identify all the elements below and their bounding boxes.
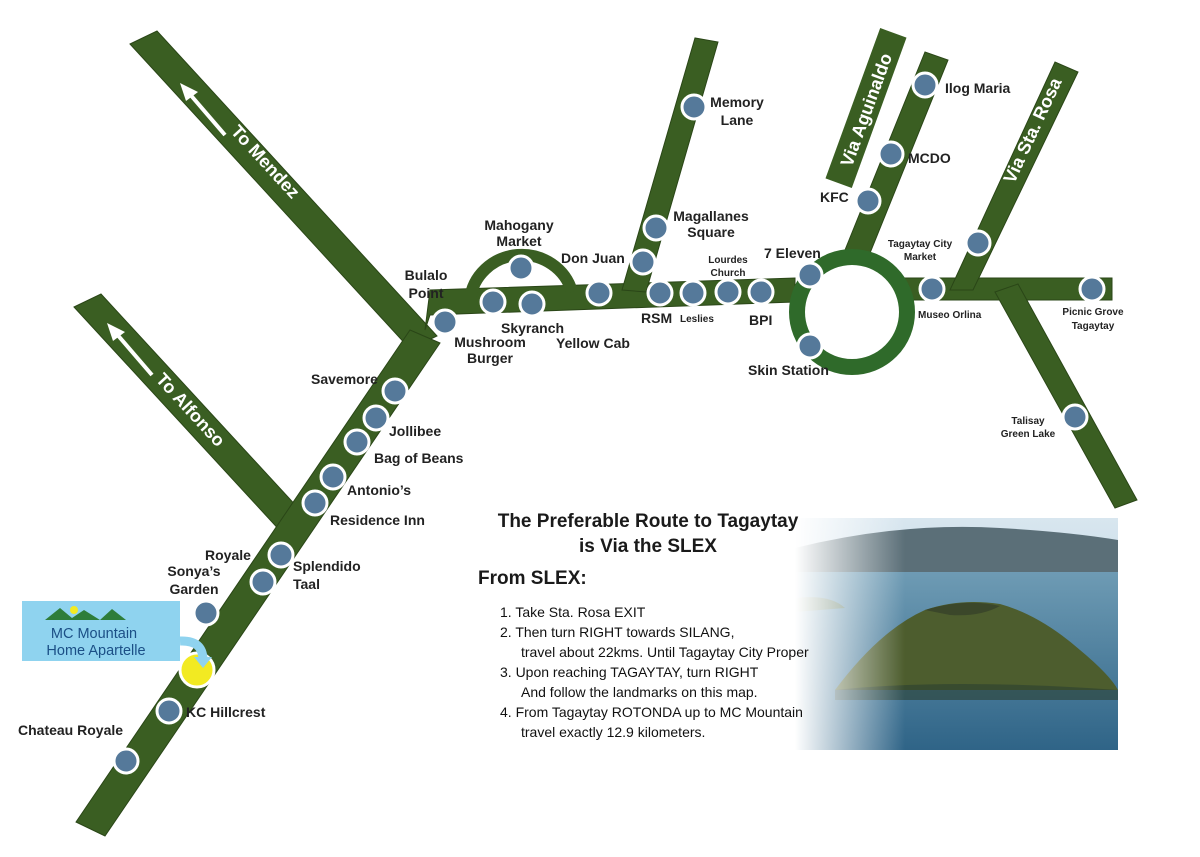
pin-kc-hillcrest[interactable] [155,697,183,725]
pin-picnic-grove[interactable] [1078,275,1106,303]
pin-bag-of-beans[interactable] [343,428,371,456]
label-mcdo: MCDO [908,150,951,166]
headline-line-2: is Via the SLEX [579,536,717,557]
label-seven-eleven: 7 Eleven [764,245,821,261]
rotonda [789,249,915,375]
label-residence-inn: Residence Inn [330,512,425,528]
road-to-mendez [129,30,438,350]
label-kc-hillcrest: KC Hillcrest [186,704,266,720]
label-chateau-royale: Chateau Royale [18,722,123,738]
via-aguinaldo-sign [825,28,907,188]
pin-leslies[interactable] [679,279,707,307]
taal-volcano-photo [795,518,1118,750]
pin-jollibee[interactable] [362,404,390,432]
logo-line-1: MC Mountain [51,626,137,642]
label-skyranch: Skyranch [501,320,564,336]
pin-splendido-taal[interactable] [249,568,277,596]
arrow-to-alfonso-icon [107,323,154,377]
label-royale: Royale [205,547,251,563]
pin-mushroom-burger[interactable] [479,288,507,316]
label-jollibee: Jollibee [389,423,441,439]
from-slex-heading: From SLEX: [478,568,587,589]
pin-mcdo[interactable] [877,140,905,168]
label-bpi: BPI [749,312,772,328]
pin-savemore[interactable] [381,377,409,405]
pin-lourdes-church[interactable] [714,278,742,306]
pin-ilog-maria[interactable] [911,71,939,99]
pin-skin-station[interactable] [796,332,824,360]
directions-panel: The Preferable Route to Tagaytay is Via … [478,511,809,740]
logo-line-2: Home Apartelle [46,643,145,659]
step-3-cont: And follow the landmarks on this map. [521,684,758,700]
label-ilog-maria: Ilog Maria [945,80,1011,96]
pin-skyranch[interactable] [518,290,546,318]
pin-don-juan[interactable] [629,248,657,276]
label-antonios: Antonio’s [347,482,411,498]
label-bag-of-beans: Bag of Beans [374,450,464,466]
step-4-cont: travel exactly 12.9 kilometers. [521,724,705,740]
pin-memory-lane[interactable] [680,93,708,121]
pin-rsm[interactable] [646,279,674,307]
pin-mahogany-market[interactable] [507,254,535,282]
pin-bulalo-point[interactable] [431,308,459,336]
mountain-logo-icon [45,606,126,620]
pin-yellow-cab[interactable] [585,279,613,307]
label-don-juan: Don Juan [561,250,625,266]
landmark-pins [112,71,1106,775]
label-yellow-cab: Yellow Cab [556,335,630,351]
pin-magallanes-square[interactable] [642,214,670,242]
label-kfc: KFC [820,189,849,205]
pin-chateau-royale[interactable] [112,747,140,775]
pin-residence-inn[interactable] [301,489,329,517]
label-museo-orlina: Museo Orlina [918,310,982,321]
pin-museo-orlina[interactable] [918,275,946,303]
logo-background [22,601,180,661]
pin-tagaytay-city-market[interactable] [964,229,992,257]
pin-seven-eleven[interactable] [796,261,824,289]
pin-antonios[interactable] [319,463,347,491]
label-rsm: RSM [641,310,672,326]
pin-royale[interactable] [267,541,295,569]
pin-kfc[interactable] [854,187,882,215]
headline-line-1: The Preferable Route to Tagaytay [498,511,799,532]
step-3: 3. Upon reaching TAGAYTAY, turn RIGHT [500,664,759,680]
step-1: 1. Take Sta. Rosa EXIT [500,604,646,620]
label-savemore: Savemore [311,371,378,387]
step-2: 2. Then turn RIGHT towards SILANG, [500,624,734,640]
mc-mountain-logo[interactable]: MC Mountain Home Apartelle [22,601,212,668]
curved-arrow-icon [179,636,212,668]
label-leslies: Leslies [680,314,714,325]
arrow-to-mendez-icon [180,83,227,137]
road-label-to-alfonso: To Alfonso [152,369,229,450]
road-talisay [994,283,1138,509]
pin-bpi[interactable] [747,278,775,306]
pin-talisay-green-lake[interactable] [1061,403,1089,431]
label-skin-station: Skin Station [748,362,829,378]
pin-sonyas-garden[interactable] [192,599,220,627]
step-4: 4. From Tagaytay ROTONDA up to MC Mounta… [500,704,803,720]
step-2-cont: travel about 22kms. Until Tagaytay City … [521,644,809,660]
